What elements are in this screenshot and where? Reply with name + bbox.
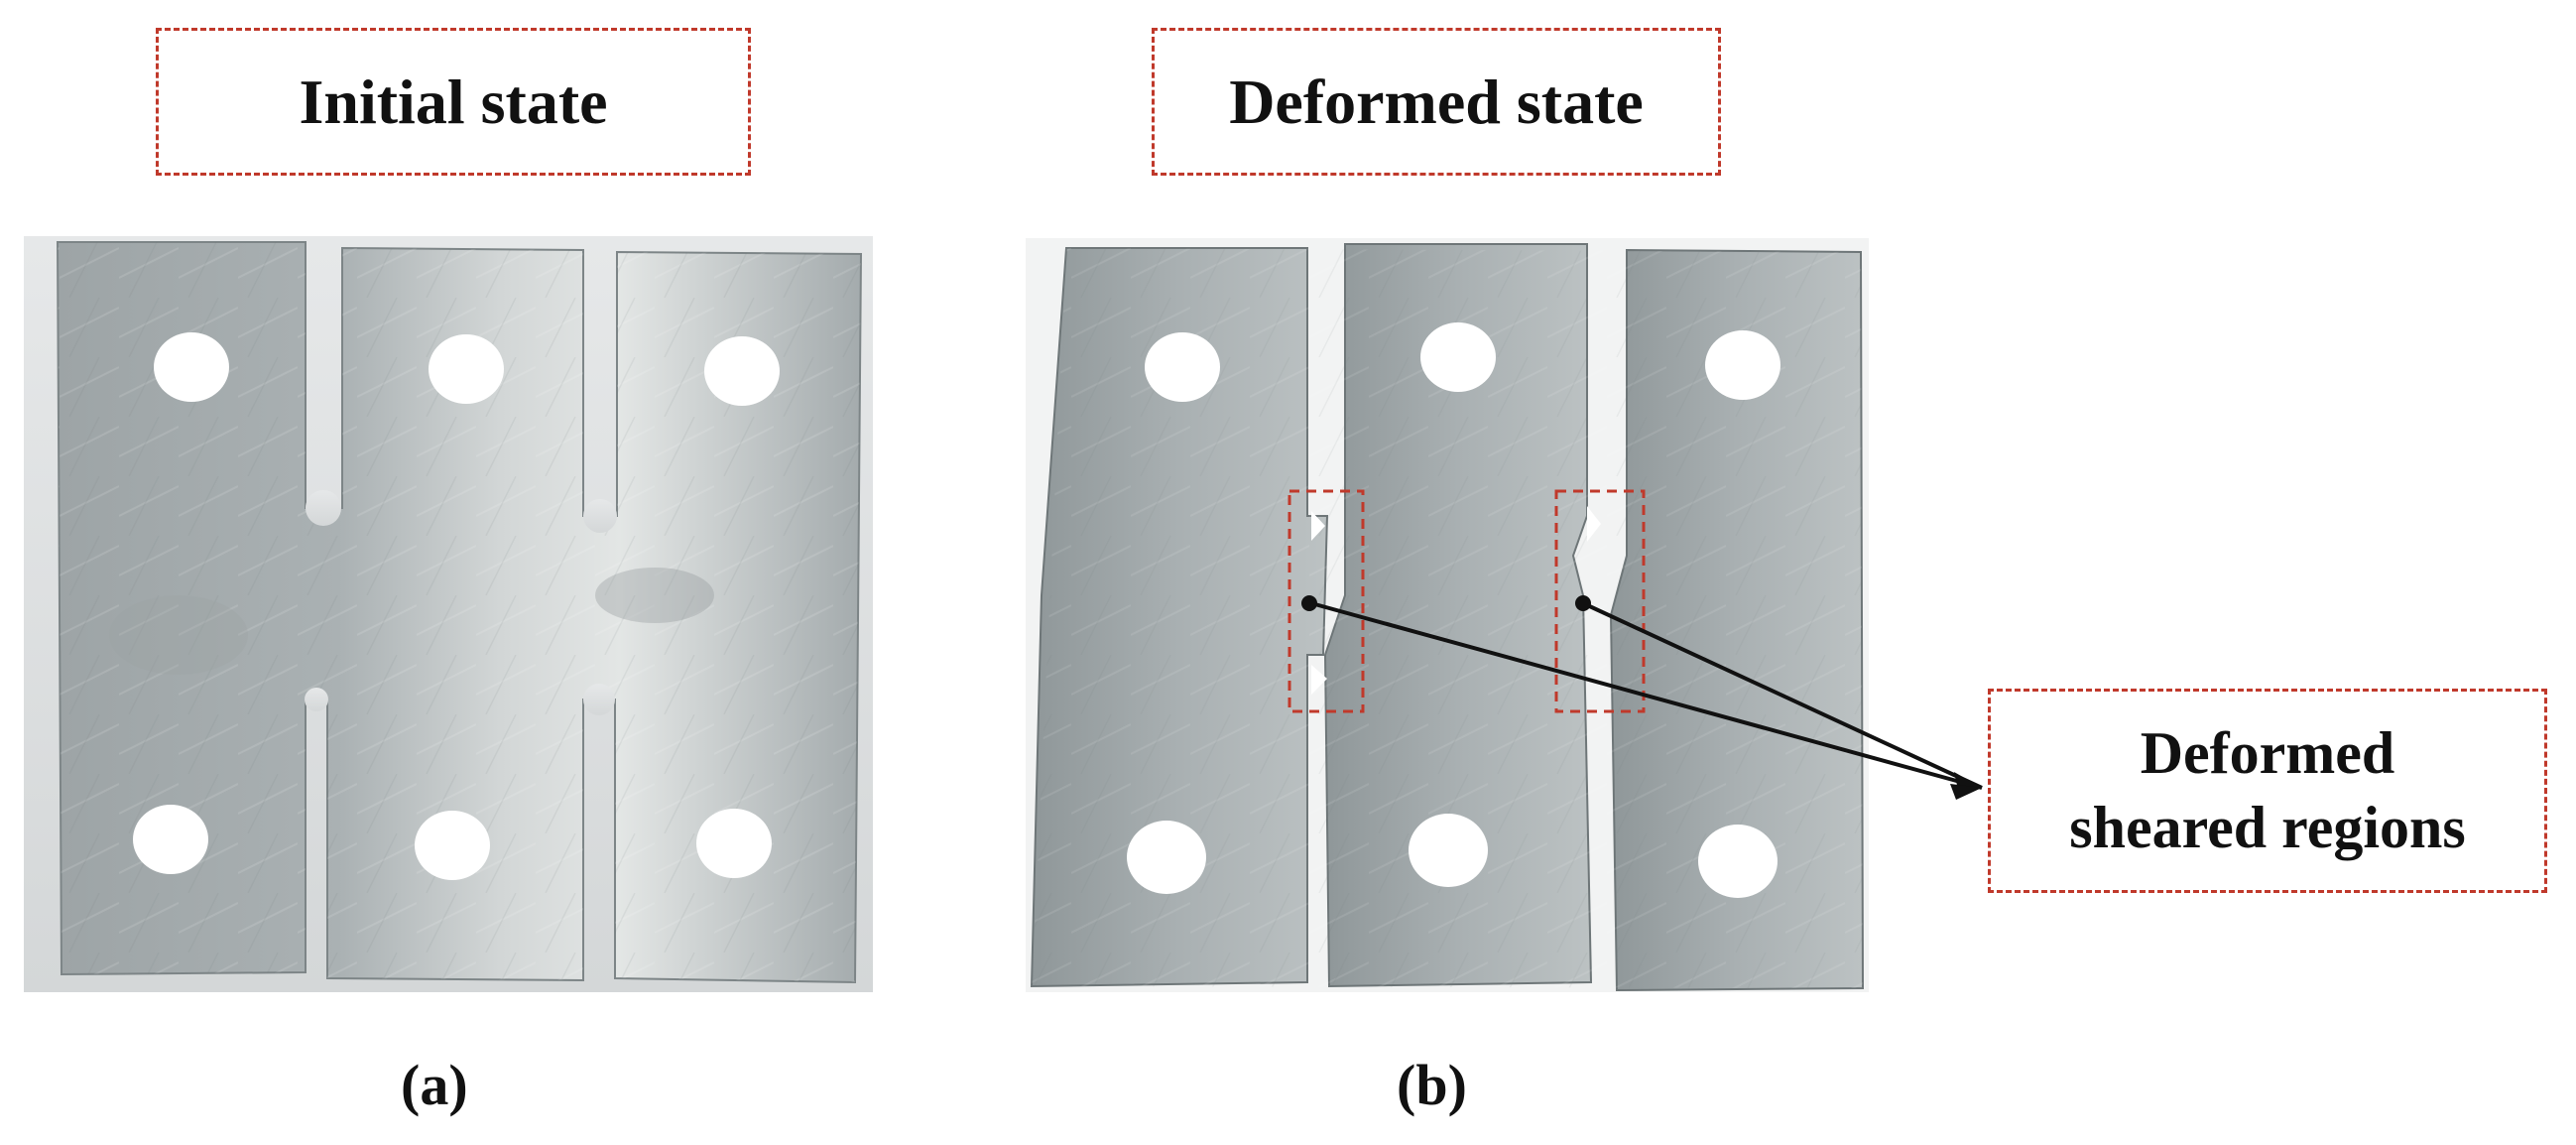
sheared-region-box-left (1288, 489, 1365, 713)
sheared-regions-callout: Deformed sheared regions (1988, 689, 2547, 893)
bolt-hole (1127, 821, 1206, 894)
sheared-region-box-right (1554, 489, 1646, 713)
bolt-hole (1698, 825, 1778, 898)
deformed-state-photo (1026, 238, 1869, 992)
bolt-hole (696, 809, 772, 878)
initial-state-title-box: Initial state (156, 28, 751, 176)
bolt-hole (154, 332, 229, 402)
bolt-hole (1420, 322, 1496, 392)
callout-line-1: Deformed (2140, 720, 2395, 786)
bolt-hole (1705, 330, 1780, 400)
caption-b: (b) (1397, 1053, 1467, 1117)
arrowhead (1950, 784, 1982, 800)
bolt-hole (704, 336, 780, 406)
bolt-hole (429, 334, 504, 404)
initial-state-title: Initial state (299, 65, 608, 137)
arrow-tip (1301, 595, 1317, 611)
bolt-hole (133, 805, 208, 874)
bolt-hole (1409, 814, 1488, 887)
deformed-state-title-box: Deformed state (1152, 28, 1721, 176)
caption-a: (a) (401, 1053, 468, 1117)
deformed-state-title: Deformed state (1229, 65, 1644, 137)
bolt-hole (1145, 332, 1220, 402)
callout-arrows (1301, 595, 1983, 800)
initial-state-photo (24, 236, 873, 992)
bolt-hole (415, 811, 490, 880)
callout-line-2: sheared regions (2069, 795, 2466, 860)
arrow-tip (1575, 595, 1591, 611)
